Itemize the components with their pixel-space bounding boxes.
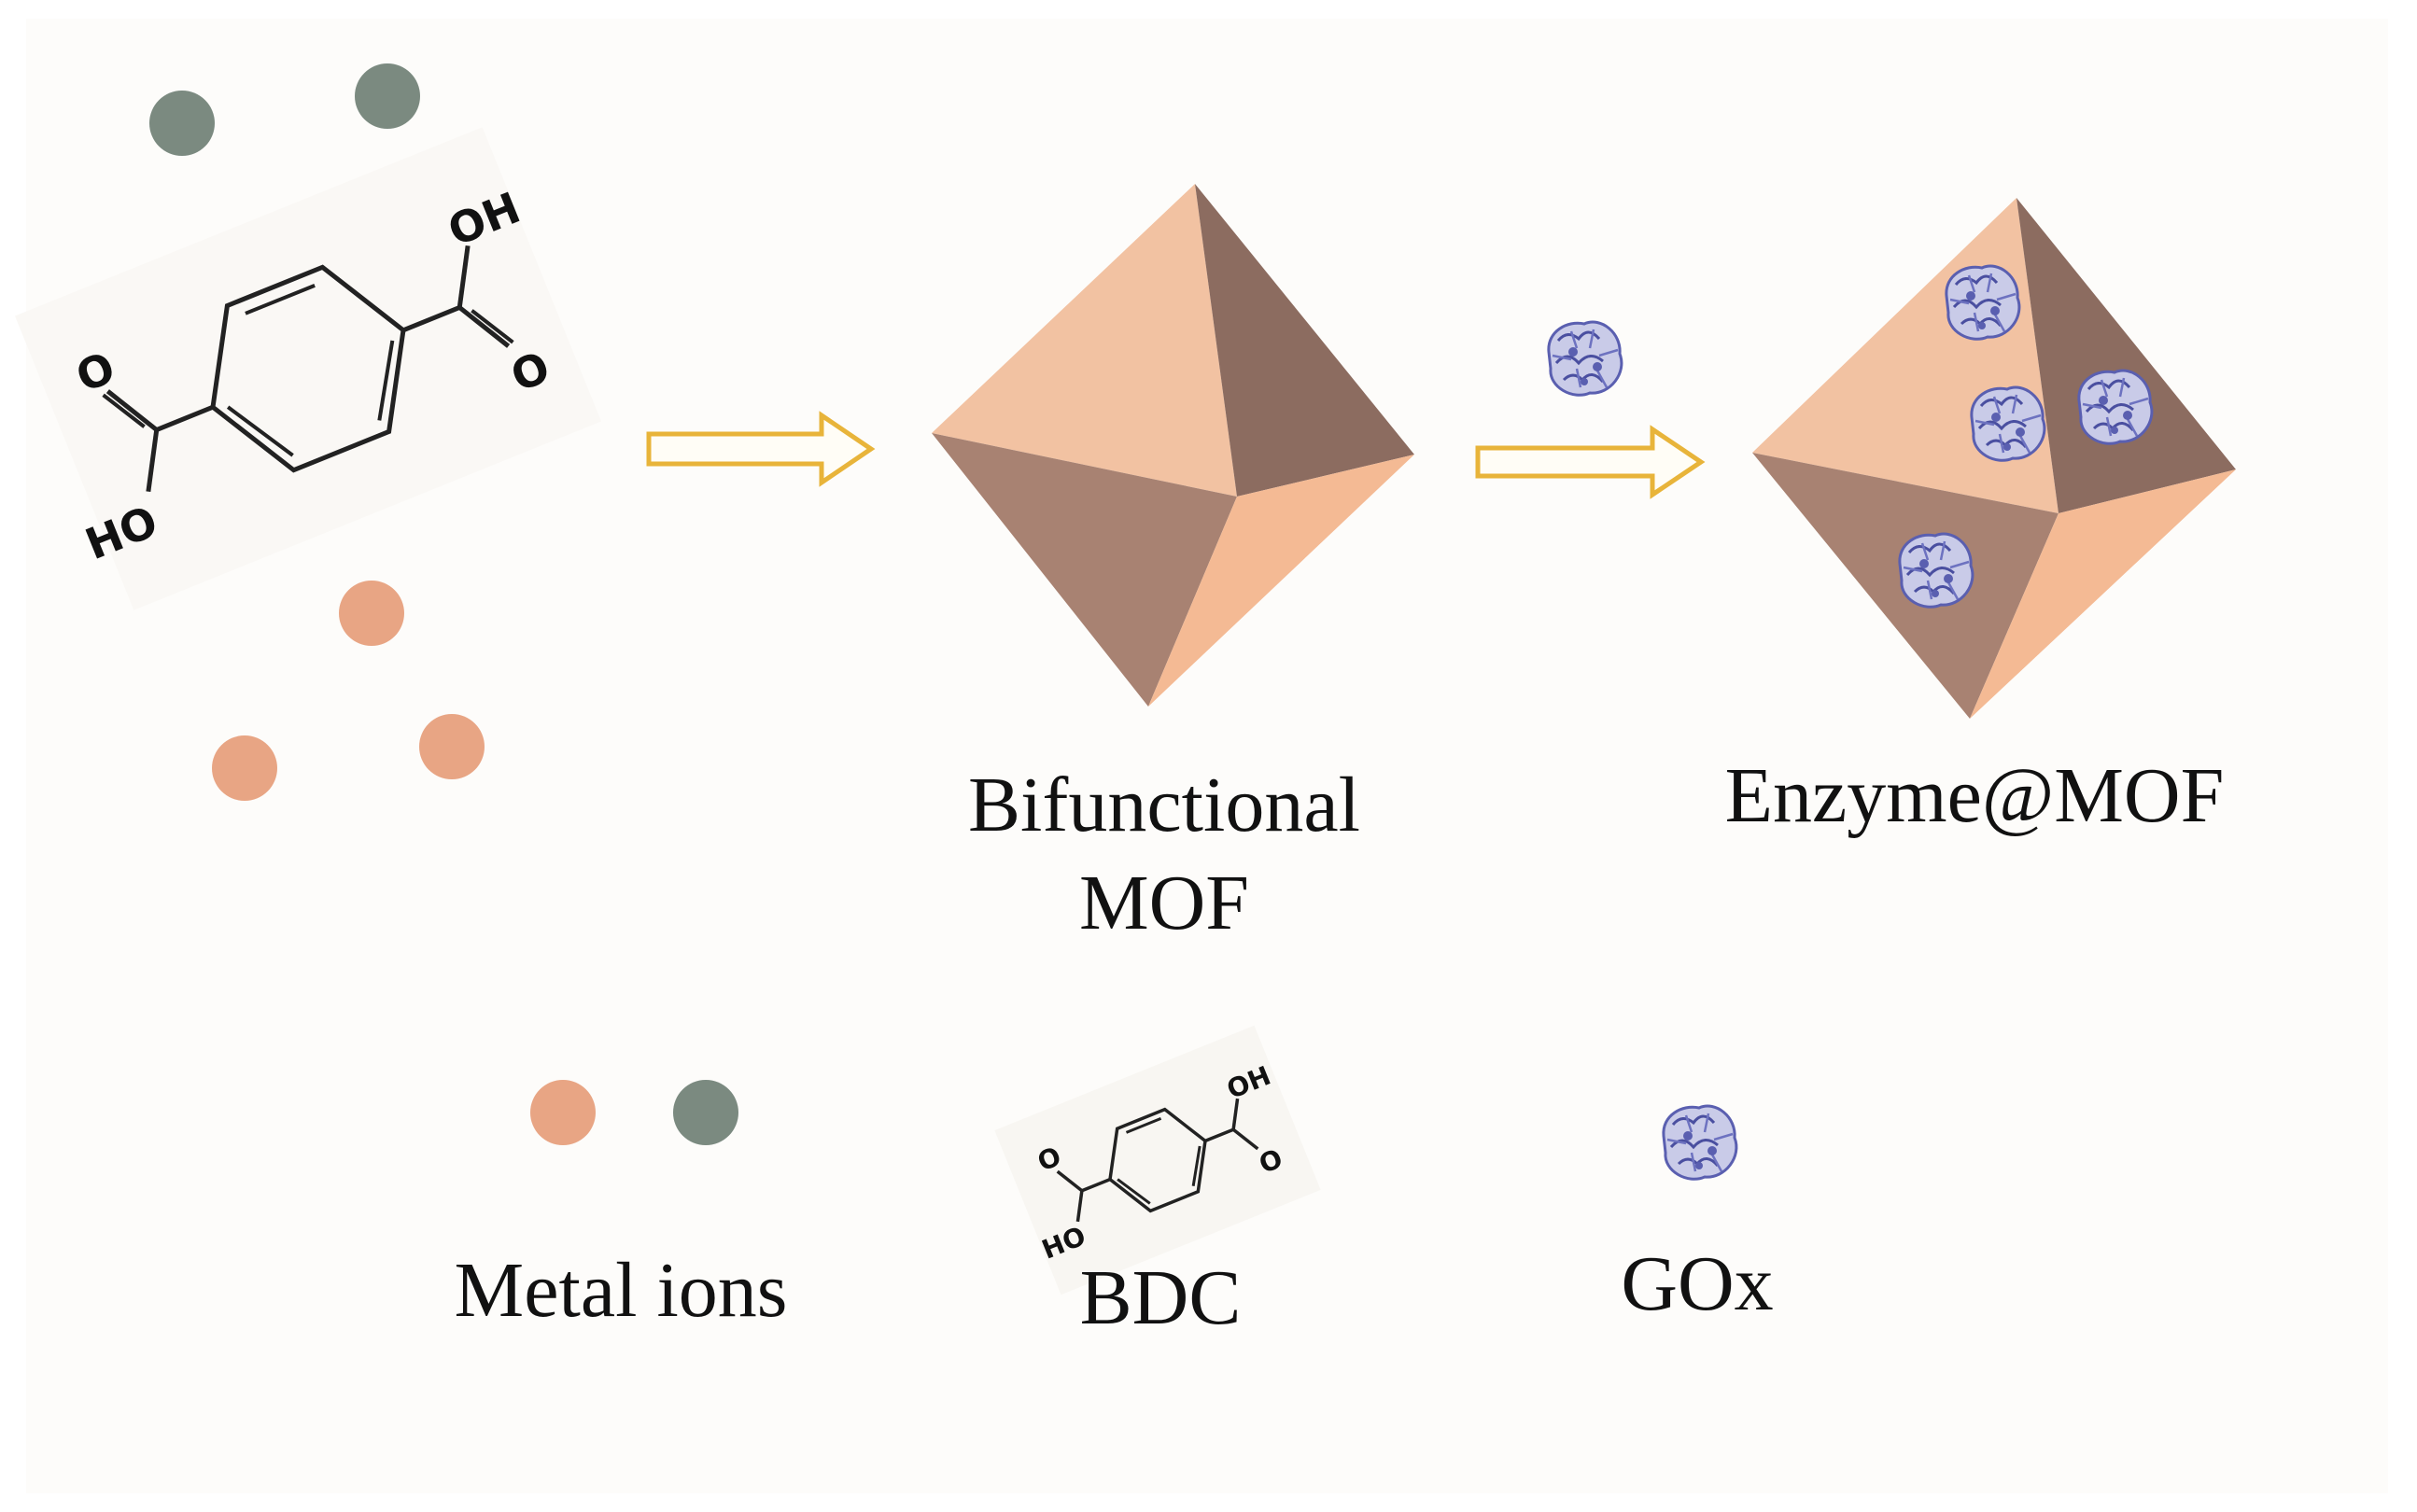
metal-ion-icon [355, 63, 420, 129]
metal-ion-icon [419, 714, 485, 779]
enzyme-icon [1945, 264, 2021, 341]
octahedron-icon [932, 184, 1414, 707]
bifunctional-line2: MOF [1079, 860, 1249, 946]
metal-ion-icon [339, 581, 404, 646]
enzyme-icon [1662, 1104, 1738, 1181]
enzyme-icon [2077, 369, 2154, 445]
metal-ion-icon [673, 1080, 738, 1145]
enzyme-icon [1547, 320, 1623, 397]
enzyme-icon [1970, 385, 2046, 462]
arrow-icon [1475, 425, 1706, 499]
enzyme-mof-octahedron [1752, 198, 2236, 719]
bifunctional-mof-label: Bifunctional MOF [968, 762, 1360, 946]
metal-ion-icon [149, 91, 215, 156]
metal-ion-icon [530, 1080, 596, 1145]
metal-ion-icon [212, 735, 277, 801]
bdc-label: BDC [1080, 1254, 1242, 1341]
bdc-molecule-icon: OH O HO O [994, 1025, 1321, 1295]
gox-label: GOx [1621, 1240, 1773, 1327]
bifunctional-line1: Bifunctional [968, 762, 1360, 848]
enzyme-icon [1898, 532, 1974, 609]
legend: Metal ions OH O HO O BDC GOx [455, 1025, 1774, 1341]
bdc-molecule-icon: OH O HO O [14, 127, 602, 610]
enzyme-mof-label: Enzyme@MOF [1725, 752, 2225, 839]
arrow-icon [646, 411, 876, 487]
metal-ions-label: Metal ions [455, 1247, 788, 1334]
precursor-cluster: OH O HO O [14, 63, 602, 801]
